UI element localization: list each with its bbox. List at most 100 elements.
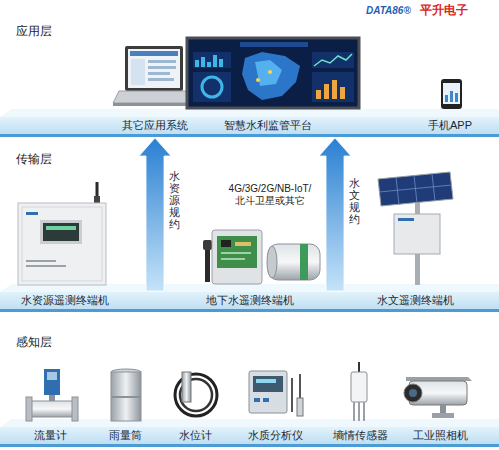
hydrology-terminal [394, 214, 440, 254]
node-label: 其它应用系统 [122, 119, 188, 132]
node-label: 墒情传感器 [333, 429, 388, 442]
protocol-label: 水文规约 [349, 177, 360, 225]
flowmeter-icon [30, 401, 74, 417]
node-label: 工业照相机 [413, 429, 468, 442]
flowmeter-icon [47, 372, 57, 380]
water-resource-terminal [43, 223, 79, 241]
monitor-screen [314, 54, 352, 66]
hydrology-terminal [378, 172, 453, 285]
water-quality-icon [254, 398, 260, 402]
node-label: 流量计 [34, 429, 67, 442]
camera-icon [440, 405, 446, 413]
water-resource-terminal [40, 220, 82, 244]
monitor-screen [255, 60, 282, 86]
band-segment: 水资源遥测终端机 [0, 292, 165, 312]
soil-sensor-icon [358, 402, 360, 421]
water-level-icon [175, 372, 217, 416]
water-quality-icon [256, 379, 276, 383]
camera-icon [404, 384, 422, 402]
phone-icon [455, 93, 458, 102]
layer-name: 感知层 [16, 335, 52, 349]
laptop-icon [148, 78, 174, 81]
flowmeter-icon [49, 395, 55, 401]
soil-sensor-icon [363, 402, 365, 421]
camera-icon [409, 389, 417, 397]
soil-sensor-icon [358, 362, 360, 372]
groundwater-terminal [267, 246, 277, 278]
groundwater-terminal [217, 236, 257, 268]
water-level-icon [182, 372, 191, 402]
water-quality-icon [263, 398, 269, 402]
groundwater-terminal [203, 230, 320, 284]
soil-sensor-icon [351, 362, 367, 421]
phone-icon [450, 91, 453, 102]
node-label: 水文遥测终端机 [377, 294, 454, 307]
monitor-screen [240, 42, 308, 47]
monitor-screen [268, 70, 272, 74]
block-arrow [139, 138, 171, 291]
node-label: 水资源遥测终端机 [21, 294, 109, 307]
groundwater-terminal [235, 242, 251, 246]
monitor-screen [256, 78, 260, 82]
hydrology-terminal [432, 174, 435, 201]
laptop-icon [148, 72, 170, 75]
hydrology-terminal [398, 218, 414, 221]
rain-gauge-icon [111, 369, 141, 421]
soil-sensor-icon [351, 372, 367, 402]
laptop-icon [131, 59, 145, 85]
groundwater-terminal [268, 244, 320, 280]
node-label: 雨量筒 [109, 429, 142, 442]
laptop-icon [148, 60, 176, 63]
camera-icon [432, 413, 454, 418]
protocol-label: 水资源规约 [169, 170, 180, 230]
hydrology-terminal [379, 185, 452, 192]
rain-gauge-icon [111, 396, 141, 398]
node-label: 地下水遥测终端机 [206, 294, 294, 307]
water-resource-terminal [26, 212, 38, 215]
laptop-icon [128, 49, 180, 88]
water-quality-icon [291, 378, 293, 412]
monitor-screen [201, 57, 205, 67]
flowmeter-icon [26, 397, 32, 421]
monitor-screen [219, 59, 223, 67]
band-segment: 地下水遥测终端机 [165, 292, 320, 312]
phone-icon [441, 79, 462, 109]
laptop-icon [113, 46, 195, 106]
groundwater-terminal [300, 244, 308, 280]
band-top-face [0, 109, 499, 427]
block-arrow [319, 138, 351, 291]
monitor-screen [207, 62, 211, 67]
flowmeter-icon [26, 369, 78, 421]
monitor-screen [316, 90, 321, 99]
water-quality-icon [297, 398, 303, 416]
band-segment: 水文遥测终端机 [320, 292, 499, 312]
monitor-screen [195, 60, 199, 67]
monitor-screen [324, 84, 329, 99]
water-resource-terminal [22, 207, 102, 281]
groundwater-terminal [212, 230, 262, 284]
network-note: 4G/3G/2G/NB-IoT/ 北斗卫星或其它 [225, 183, 315, 207]
band-segment: 雨量筒 [88, 427, 160, 447]
band-top-face [0, 109, 499, 117]
flowmeter-icon [72, 397, 78, 421]
monitor-screen [332, 80, 337, 99]
brand-logo: DATA86® [366, 5, 411, 17]
node-label: 水质分析仪 [248, 429, 303, 442]
monitor-screen [193, 52, 231, 68]
water-resource-terminal [18, 182, 106, 285]
band-segment: 手机APP [380, 117, 499, 137]
water-quality-icon [253, 376, 283, 392]
rain-gauge-icon [111, 372, 141, 421]
node-label: 手机APP [428, 119, 472, 132]
hydrology-terminal [378, 172, 453, 206]
monitor-screen [193, 72, 231, 102]
brand-logo: 平升电子 [420, 3, 468, 17]
water-resource-terminal [26, 265, 66, 267]
flowmeter-icon [44, 369, 60, 395]
band-segment: 工业照相机 [400, 427, 499, 447]
monitor-screen [312, 72, 354, 102]
band-segment: 流量计 [0, 427, 88, 447]
